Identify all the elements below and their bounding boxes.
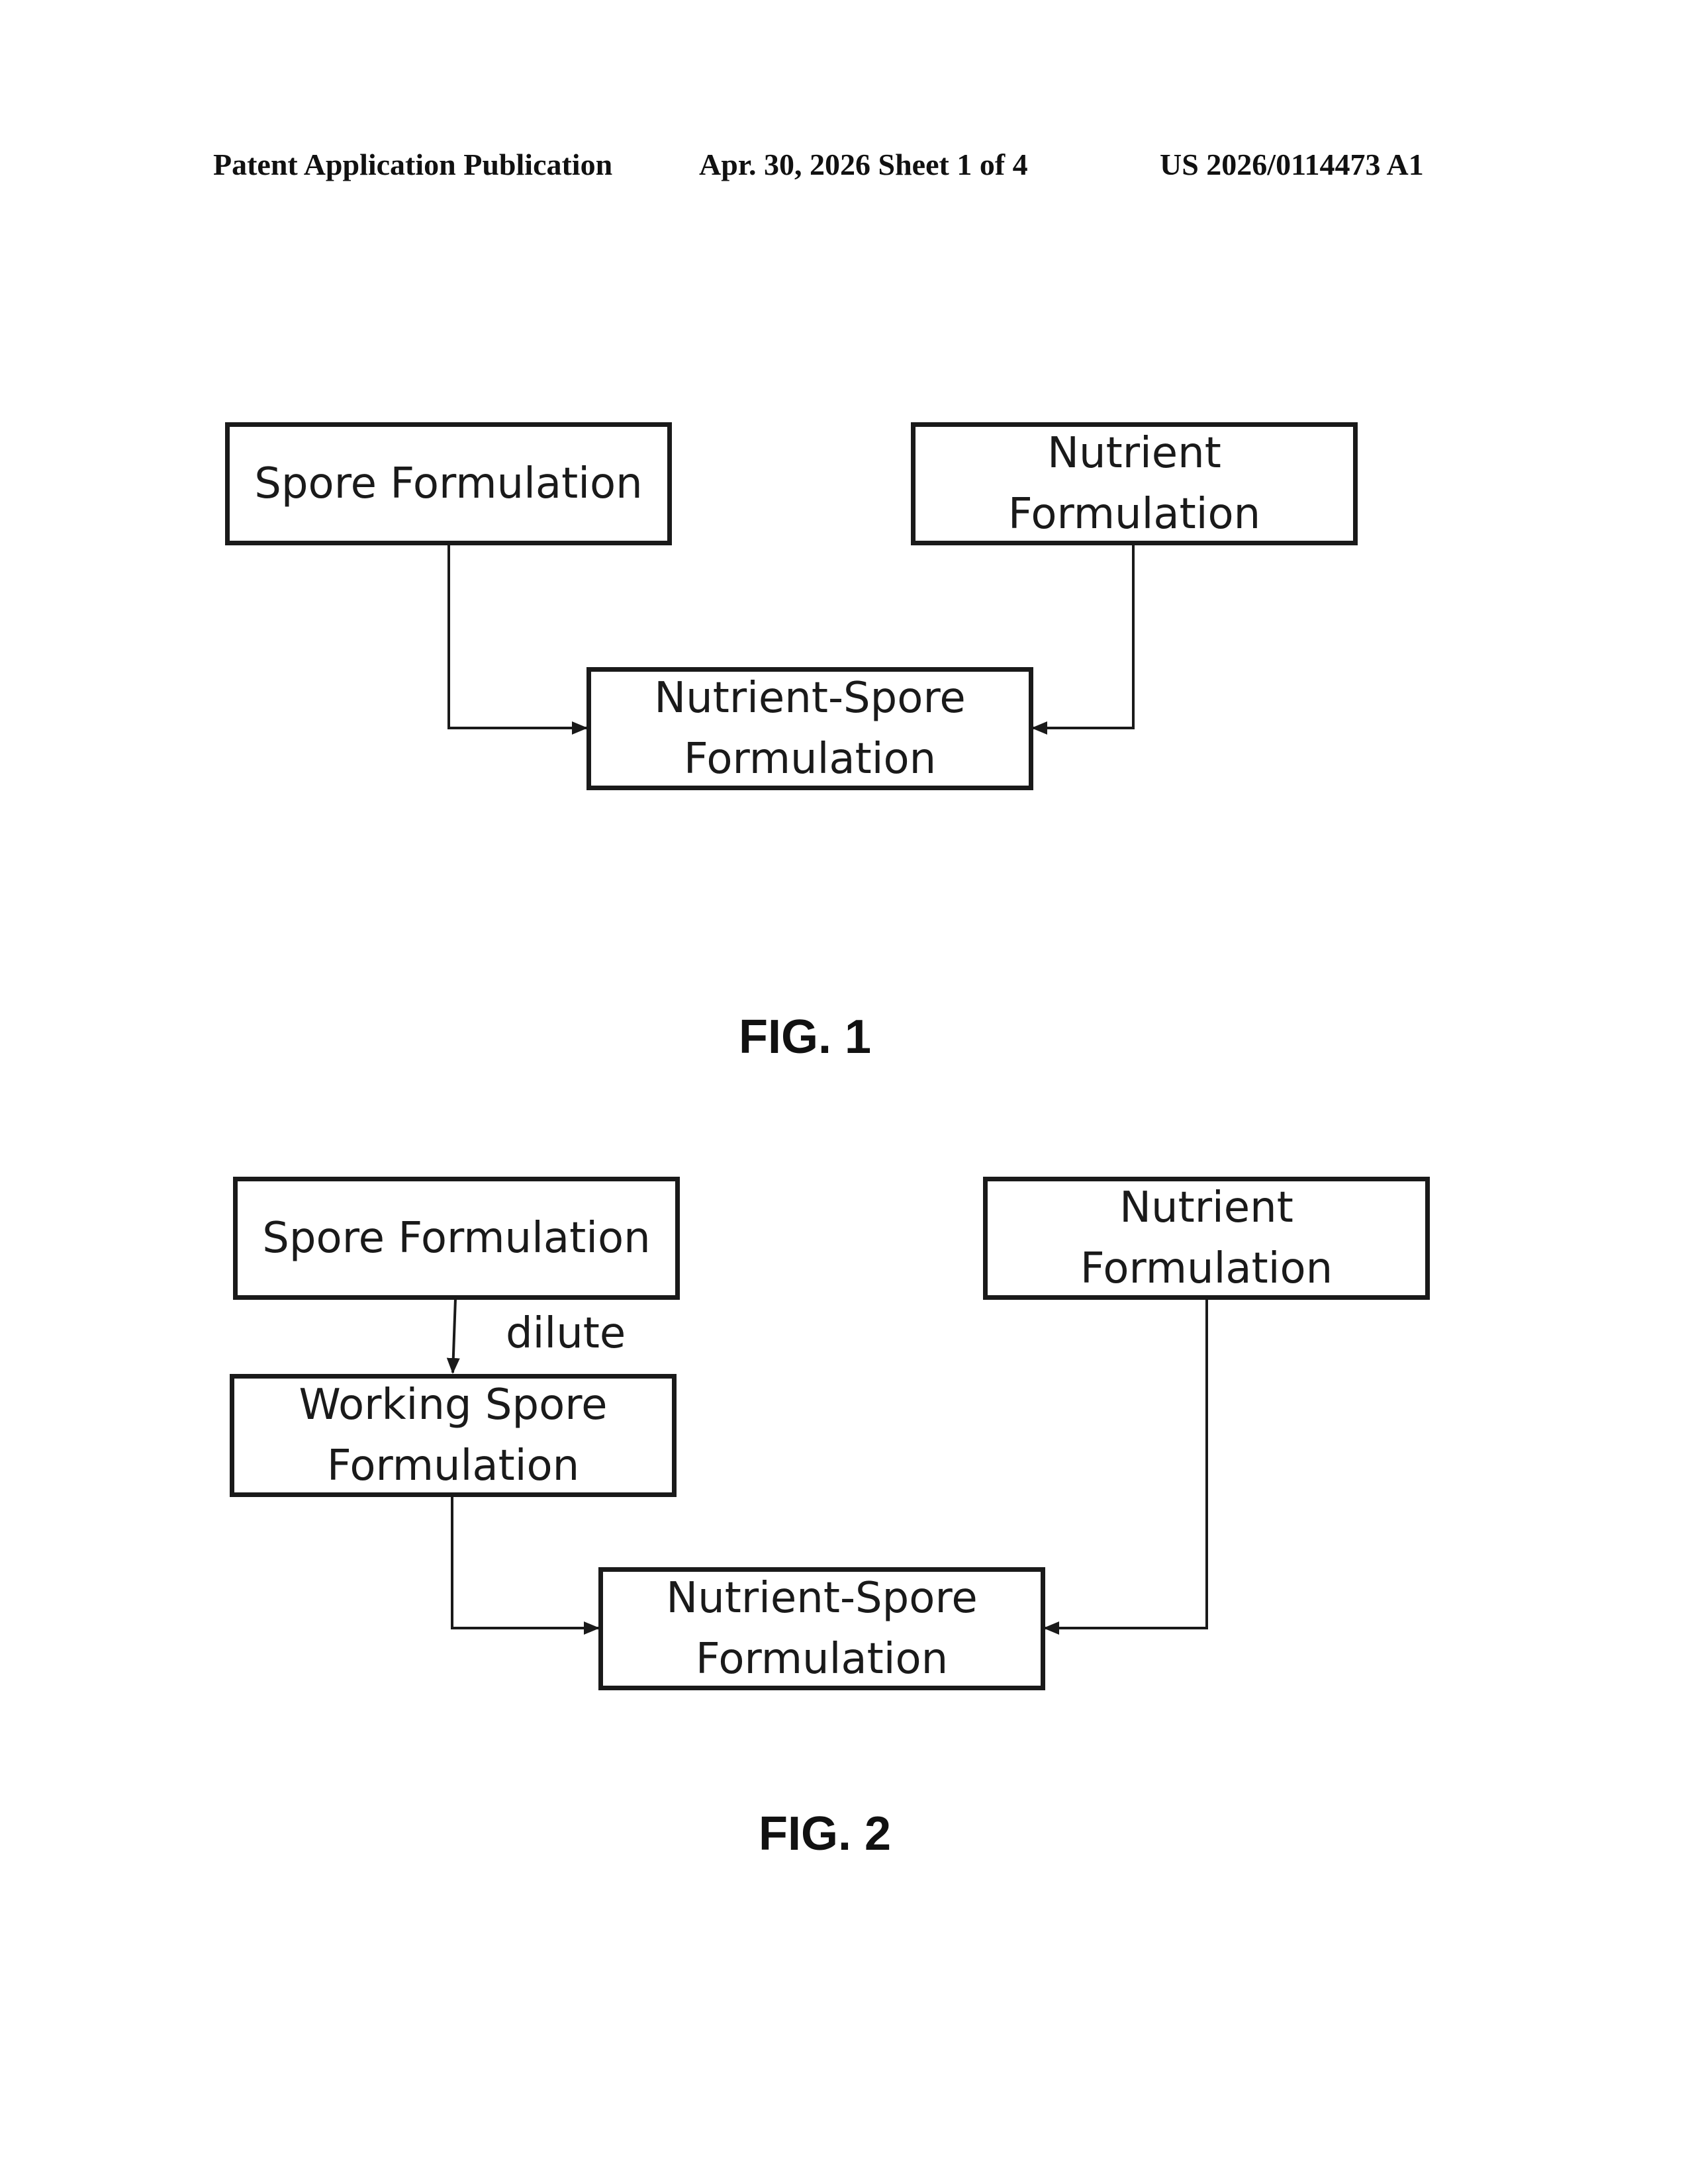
fig1-spore-formulation-box: Spore Formulation [225, 422, 672, 545]
fig2-spore-formulation-box: Spore Formulation [233, 1177, 680, 1300]
fig1-nutrient-spore-box: Nutrient-Spore Formulation [586, 667, 1033, 790]
fig1-nutrient-formulation-box: Nutrient Formulation [911, 422, 1358, 545]
fig2-nutrient-spore-box: Nutrient-Spore Formulation [598, 1567, 1045, 1690]
fig1-spore-formulation-label: Spore Formulation [254, 453, 642, 514]
fig2-nutrient-formulation-box: Nutrient Formulation [983, 1177, 1430, 1300]
fig2-caption: FIG. 2 [759, 1807, 891, 1861]
fig2-nutrient-spore-label: Nutrient-Spore Formulation [666, 1568, 977, 1690]
fig2-working-spore-box: Working Spore Formulation [230, 1374, 677, 1497]
fig1-arrow-nutrient-to-mix [1033, 544, 1133, 728]
fig2-spore-formulation-label: Spore Formulation [262, 1208, 650, 1269]
fig1-caption: FIG. 1 [739, 1010, 871, 1064]
fig1-nutrient-formulation-label: Nutrient Formulation [1008, 423, 1260, 545]
fig2-working-spore-label: Working Spore Formulation [299, 1375, 607, 1496]
fig2-arrow-working-to-mix [452, 1497, 598, 1628]
fig1-nutrient-spore-label: Nutrient-Spore Formulation [654, 668, 965, 790]
fig1-arrow-spore-to-mix [449, 544, 586, 728]
fig2-nutrient-formulation-label: Nutrient Formulation [1080, 1177, 1333, 1299]
fig2-dilute-label: dilute [506, 1309, 626, 1358]
fig2-arrow-nutrient-to-mix [1045, 1298, 1207, 1628]
fig2-arrow-dilute [453, 1298, 455, 1373]
